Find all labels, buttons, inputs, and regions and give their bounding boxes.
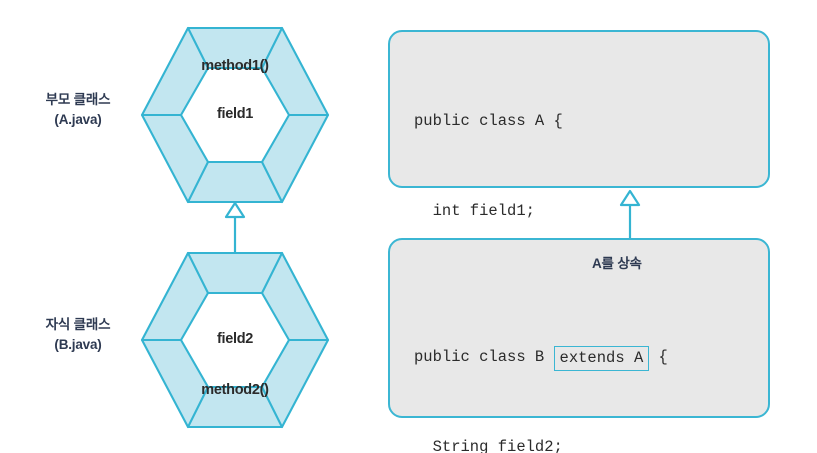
child-hexagon-field-label: field2 bbox=[216, 331, 254, 347]
code-b-line-1-suffix: { bbox=[649, 348, 668, 366]
code-box-class-a: public class A { int field1; void method… bbox=[388, 30, 770, 400]
code-b-line-1: public class B extends A { bbox=[414, 342, 758, 372]
code-b-line-1-prefix: public class B bbox=[414, 348, 554, 366]
child-class-label-line1: 자식 클래스 bbox=[45, 317, 111, 332]
parent-hexagon-shape bbox=[140, 26, 330, 204]
parent-hexagon-field-label: field1 bbox=[216, 106, 254, 122]
parent-class-hexagon: method1() field1 bbox=[140, 24, 330, 206]
inheritance-arrow-hexagons bbox=[224, 201, 246, 256]
parent-hexagon-method-label: method1() bbox=[201, 58, 269, 74]
code-b-lines: public class B extends A { String field2… bbox=[414, 282, 758, 453]
code-a-line-1: public class A { bbox=[414, 112, 563, 130]
parent-class-label-line1: 부모 클래스 bbox=[45, 92, 111, 107]
child-class-label-line2: (B.java) bbox=[54, 336, 102, 352]
child-class-hexagon: field2 method2() bbox=[140, 249, 330, 431]
code-a-line-2: int field1; bbox=[414, 202, 535, 220]
child-class-label: 자식 클래스 (B.java) bbox=[18, 315, 138, 354]
child-hexagon-method-label: method2() bbox=[201, 382, 269, 398]
extends-a-highlight: extends A bbox=[553, 346, 650, 371]
inherit-annotation: A를 상속 bbox=[592, 256, 642, 271]
child-hexagon-shape bbox=[140, 251, 330, 429]
inheritance-arrow-code bbox=[619, 189, 641, 240]
code-b-line-2: String field2; bbox=[414, 438, 563, 453]
parent-class-label-line2: (A.java) bbox=[54, 111, 102, 127]
parent-class-label: 부모 클래스 (A.java) bbox=[18, 90, 138, 129]
code-box-class-b: A를 상속 public class B extends A { String … bbox=[388, 238, 770, 453]
